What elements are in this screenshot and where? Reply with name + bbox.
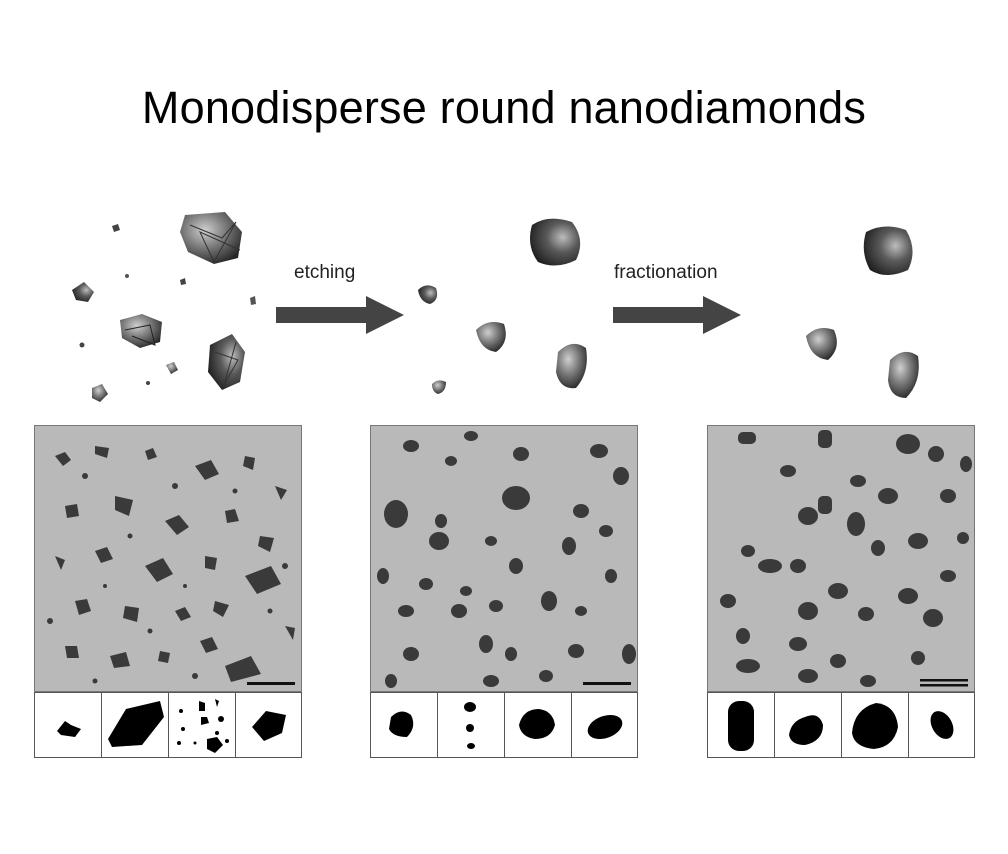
tem-image-raw (34, 425, 302, 692)
raw-particles (72, 212, 256, 402)
shape-thumbnail (842, 693, 909, 757)
shape-thumbnail (909, 693, 975, 757)
shape-thumbnail (505, 693, 572, 757)
particle-renderings (72, 212, 919, 402)
shape-thumbnail (102, 693, 169, 757)
arrow-right-icon (276, 296, 404, 334)
shape-thumbnail (438, 693, 505, 757)
shape-strip-fractionated (707, 692, 975, 758)
shape-thumbnail (572, 693, 638, 757)
shape-strip-etched (370, 692, 638, 758)
fractionated-particles (806, 226, 919, 398)
shape-thumbnail (371, 693, 438, 757)
arrow-right-icon (613, 296, 741, 334)
tem-image-etched (370, 425, 638, 692)
shape-thumbnail (775, 693, 842, 757)
step-label-etching: etching (294, 262, 356, 283)
figure-title: Monodisperse round nanodiamonds (141, 82, 867, 133)
tem-image-fractionated (707, 425, 975, 692)
shape-thumbnail (35, 693, 102, 757)
etched-particles (418, 218, 587, 394)
shape-strip-raw (34, 692, 302, 758)
shape-thumbnail (708, 693, 775, 757)
shape-thumbnail (169, 693, 236, 757)
shape-thumbnail (236, 693, 302, 757)
step-label-fractionation: fractionation (614, 262, 718, 283)
